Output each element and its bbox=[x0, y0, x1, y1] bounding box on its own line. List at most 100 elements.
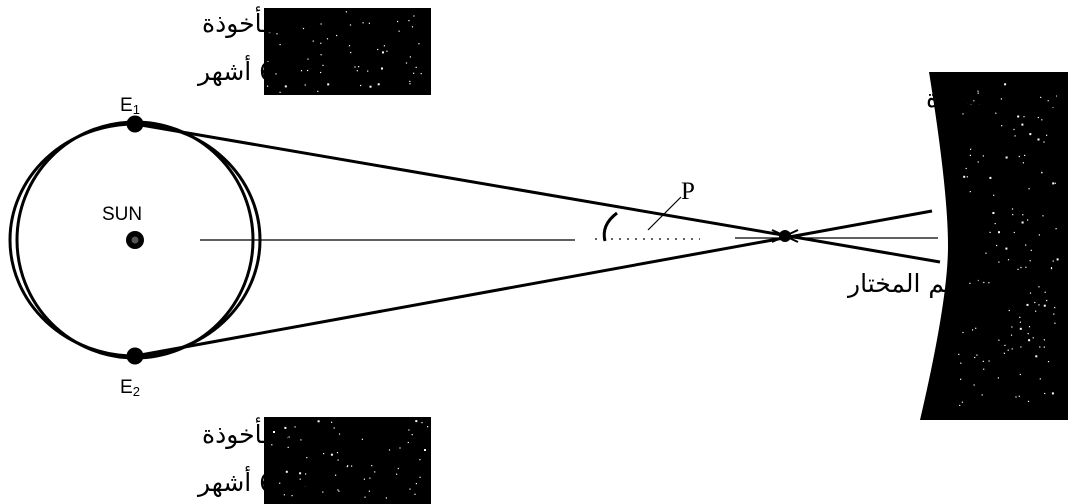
star-speck bbox=[1027, 333, 1029, 335]
star-speck bbox=[1039, 378, 1041, 380]
star-speck bbox=[307, 69, 309, 72]
star-speck bbox=[1008, 309, 1010, 312]
star-speck bbox=[997, 377, 999, 379]
star-speck bbox=[1003, 352, 1005, 354]
star-speck bbox=[1027, 400, 1030, 402]
star-speck bbox=[362, 22, 364, 24]
star-speck bbox=[421, 422, 423, 424]
star-speck bbox=[419, 476, 421, 478]
star-speck bbox=[407, 441, 409, 444]
star-speck bbox=[1000, 98, 1002, 100]
star-speck bbox=[1020, 266, 1022, 269]
star-speck bbox=[1024, 154, 1026, 156]
star-speck bbox=[1010, 334, 1013, 336]
star-speck bbox=[1052, 182, 1055, 185]
star-speck bbox=[970, 104, 973, 107]
star-speck bbox=[963, 175, 966, 178]
star-speck bbox=[1025, 266, 1027, 268]
star-speck bbox=[267, 61, 269, 63]
star-speck bbox=[283, 494, 285, 496]
star-speck bbox=[1043, 304, 1046, 307]
star-speck bbox=[397, 467, 399, 470]
star-speck bbox=[1005, 156, 1008, 159]
star-speck bbox=[307, 58, 309, 60]
star-speck bbox=[1026, 303, 1029, 306]
star-speck bbox=[368, 490, 370, 492]
star-speck bbox=[275, 73, 277, 75]
star-speck bbox=[1007, 349, 1009, 351]
star-speck bbox=[415, 420, 418, 423]
star-speck bbox=[970, 148, 972, 150]
earth-position-2-label: E2 bbox=[120, 377, 140, 399]
star-speck bbox=[388, 449, 391, 451]
star-speck bbox=[1037, 138, 1040, 141]
star-speck bbox=[396, 473, 398, 475]
star-speck bbox=[363, 478, 365, 480]
star-speck bbox=[420, 73, 422, 75]
star-speck bbox=[409, 488, 411, 490]
star-speck bbox=[348, 45, 351, 47]
photo-before-image bbox=[264, 8, 431, 95]
star-speck bbox=[1019, 316, 1021, 318]
star-speck bbox=[1005, 247, 1008, 250]
star-speck bbox=[1043, 141, 1045, 143]
star-speck bbox=[305, 82, 307, 84]
star-speck bbox=[413, 15, 415, 17]
star-speck bbox=[998, 261, 1000, 263]
sight-line-from-e2 bbox=[134, 209, 933, 358]
selected-star-marker bbox=[771, 229, 799, 243]
star-speck bbox=[1044, 291, 1046, 293]
star-speck bbox=[1040, 96, 1042, 98]
star-speck bbox=[381, 67, 383, 70]
star-speck bbox=[1014, 135, 1016, 137]
star-speck bbox=[1012, 214, 1014, 216]
star-speck bbox=[1051, 392, 1054, 395]
parallax-angle-label: P bbox=[681, 178, 695, 205]
star-speck bbox=[327, 83, 330, 86]
star-speck bbox=[982, 360, 984, 362]
star-speck bbox=[998, 231, 1000, 234]
star-speck bbox=[408, 429, 410, 431]
star-speck bbox=[989, 176, 992, 179]
star-speck bbox=[320, 42, 322, 44]
star-speck bbox=[419, 459, 421, 461]
star-speck bbox=[962, 331, 964, 334]
star-speck bbox=[988, 282, 990, 284]
star-speck bbox=[1017, 268, 1019, 270]
star-speck bbox=[973, 100, 975, 102]
star-speck bbox=[279, 482, 281, 484]
star-speck bbox=[977, 90, 979, 92]
star-speck bbox=[374, 471, 376, 473]
star-speck bbox=[992, 212, 995, 214]
star-speck bbox=[1035, 355, 1038, 358]
distant-stars-background bbox=[920, 72, 1068, 420]
star-speck bbox=[1043, 346, 1045, 348]
distant-stars-label: النجوم البعيدة bbox=[926, 84, 1069, 113]
star-speck bbox=[1041, 172, 1043, 174]
star-speck bbox=[975, 327, 977, 329]
star-speck bbox=[320, 54, 322, 56]
star-speck bbox=[336, 452, 339, 454]
star-speck bbox=[1011, 208, 1014, 210]
star-speck bbox=[1039, 346, 1041, 348]
star-speck bbox=[1054, 322, 1056, 324]
star-speck bbox=[414, 493, 416, 495]
star-speck bbox=[408, 20, 410, 22]
star-speck bbox=[304, 84, 306, 86]
star-speck bbox=[371, 465, 373, 467]
star-speck bbox=[1052, 260, 1054, 262]
star-speck bbox=[966, 102, 968, 104]
star-speck bbox=[983, 281, 985, 284]
star-speck bbox=[369, 85, 372, 88]
star-speck bbox=[306, 457, 308, 459]
star-speck bbox=[977, 92, 979, 94]
star-speck bbox=[294, 426, 296, 428]
star-speck bbox=[972, 329, 974, 331]
star-speck bbox=[1054, 307, 1056, 309]
star-speck bbox=[1001, 125, 1003, 127]
star-speck bbox=[1041, 119, 1043, 121]
star-speck bbox=[299, 478, 301, 480]
star-speck bbox=[1034, 301, 1036, 304]
star-speck bbox=[364, 496, 366, 498]
star-speck bbox=[1018, 155, 1020, 158]
